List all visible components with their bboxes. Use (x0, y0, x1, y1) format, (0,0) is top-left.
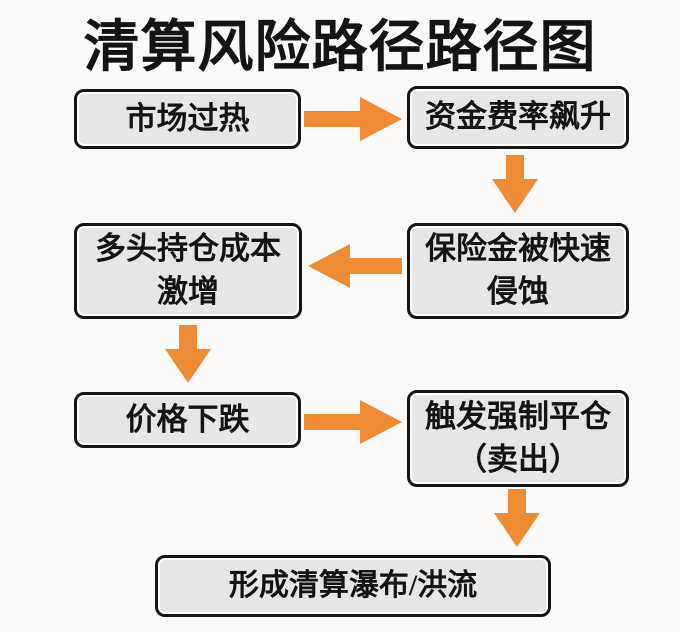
arrow-down-icon-longcost-to-pricedrop (165, 325, 211, 383)
node-liquidation-cascade: 形成清算瀑布/洪流 (155, 555, 551, 617)
node-forced-liquidation: 触发强制平仓 （卖出） (407, 390, 629, 487)
arrow-right-icon-pricedrop-to-forced (304, 400, 402, 444)
node-market-overheat: 市场过热 (74, 89, 301, 149)
node-insurance-fund-eroded: 保险金被快速 侵蚀 (407, 223, 629, 319)
page-title: 清算风险路径路径图 (83, 15, 597, 78)
arrow-down-icon-forced-to-cascade (494, 489, 540, 547)
arrow-right-icon-market-to-funding (304, 97, 402, 141)
arrow-down-icon-funding-to-insurance (492, 155, 538, 213)
node-funding-rate-surge: 资金费率飙升 (407, 86, 629, 149)
node-long-cost-surge: 多头持仓成本 激增 (74, 223, 302, 319)
arrow-left-icon-insurance-to-longcost (308, 244, 402, 288)
node-price-drop: 价格下跌 (74, 392, 301, 448)
